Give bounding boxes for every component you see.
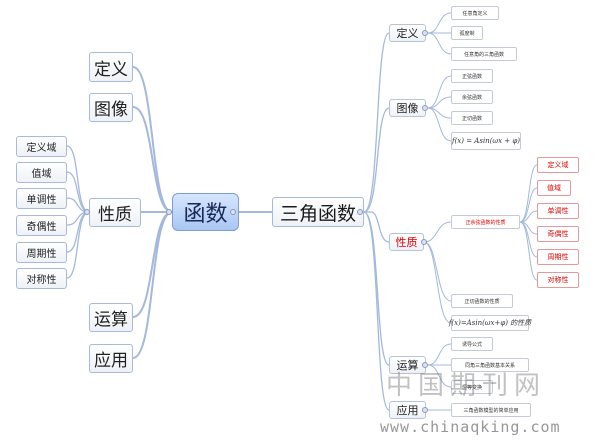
application-item-label: 三角函数模型的简单应用 — [463, 407, 519, 414]
branch-operation[interactable]: 运算 — [89, 303, 133, 332]
trig-application-label: 应用 — [396, 404, 419, 417]
sc-monotonicity[interactable]: 单调性 — [537, 203, 579, 219]
property-symmetry[interactable]: 对称性 — [16, 268, 67, 289]
sc-parity-label: 奇偶性 — [547, 230, 569, 238]
sc-range[interactable]: 值域 — [537, 180, 571, 196]
sc-symmetry[interactable]: 对称性 — [537, 272, 579, 288]
sc-symmetry-label: 对称性 — [547, 276, 569, 284]
operation-item-label: 同角三角函数基本关系 — [464, 362, 515, 369]
trig-node[interactable]: 三角函数 — [272, 197, 364, 227]
branch-image-label: 图像 — [94, 100, 128, 120]
property-monotonicity-label: 单调性 — [26, 195, 57, 206]
def-item[interactable]: 任意角定义 — [451, 6, 499, 20]
trig-image[interactable]: 图像 — [389, 99, 426, 117]
def-item[interactable]: 弧度制 — [451, 26, 483, 40]
def-item[interactable]: 任意角的三角函数 — [451, 47, 517, 61]
trig-operation-toggle[interactable] — [422, 362, 428, 368]
operation-item-label: 诱导公式 — [461, 341, 482, 348]
properties-toggle[interactable] — [84, 209, 90, 215]
def-item-label: 任意角定义 — [462, 10, 488, 17]
branch-image[interactable]: 图像 — [89, 93, 133, 122]
operation-item[interactable]: 恒等变换 — [451, 380, 493, 394]
trig-application-toggle[interactable] — [422, 407, 428, 413]
image-item[interactable]: 余弦函数 — [451, 90, 493, 104]
property-range-label: 值域 — [31, 169, 52, 180]
property-monotonicity[interactable]: 单调性 — [16, 188, 67, 209]
image-formula[interactable]: f(x) = Asin(ωx + φ) — [451, 132, 521, 150]
sc-range-label: 值域 — [547, 184, 561, 192]
image-item[interactable]: 正弦函数 — [451, 69, 493, 83]
trig-properties[interactable]: 性质 — [389, 233, 424, 251]
trig-operation-label: 运算 — [396, 359, 419, 372]
sc-domain[interactable]: 定义域 — [537, 157, 579, 173]
property-parity-label: 奇偶性 — [26, 222, 57, 233]
property-parity[interactable]: 奇偶性 — [16, 215, 67, 236]
watermark-url: www.chinaqking.com — [380, 418, 561, 436]
branch-definition[interactable]: 定义 — [89, 52, 133, 82]
application-item[interactable]: 三角函数模型的简单应用 — [451, 403, 531, 417]
sc-periodicity-label: 周期性 — [547, 253, 569, 261]
operation-item[interactable]: 同角三角函数基本关系 — [451, 358, 529, 372]
trig-toggle[interactable] — [357, 209, 363, 215]
trig-label: 三角函数 — [279, 202, 356, 225]
image-item[interactable]: 正切函数 — [451, 111, 493, 125]
def-item-label: 任意角的三角函数 — [463, 51, 504, 58]
branch-definition-label: 定义 — [94, 59, 128, 80]
property-domain[interactable]: 定义域 — [16, 136, 67, 157]
general-properties[interactable]: f(x)=Asin(ωx+φ) 的性质 — [448, 315, 532, 331]
branch-properties[interactable]: 性质 — [89, 198, 141, 227]
trig-operation[interactable]: 运算 — [389, 356, 426, 374]
tangent-properties-label: 正切函数的性质 — [464, 298, 500, 305]
def-item-label: 弧度制 — [459, 30, 475, 37]
trig-definition-toggle[interactable] — [422, 30, 428, 36]
tangent-properties[interactable]: 正切函数的性质 — [451, 294, 513, 308]
sine-cosine-properties-label: 正余弦函数的性质 — [465, 219, 506, 226]
image-formula-label: f(x) = Asin(ωx + φ) — [451, 137, 521, 145]
collapse-toggle-right[interactable] — [230, 209, 236, 215]
image-item-label: 余弦函数 — [461, 94, 482, 101]
watermark-cn: 中国期刊网 — [386, 371, 547, 401]
trig-definition-label: 定义 — [396, 27, 419, 40]
sc-monotonicity-label: 单调性 — [547, 207, 569, 215]
image-item-label: 正切函数 — [461, 115, 482, 122]
trig-image-label: 图像 — [396, 102, 419, 115]
sine-cosine-properties[interactable]: 正余弦函数的性质 — [451, 215, 520, 229]
property-domain-label: 定义域 — [26, 143, 57, 154]
sc-parity[interactable]: 奇偶性 — [537, 226, 579, 242]
operation-item-label: 恒等变换 — [461, 384, 482, 391]
property-periodicity-label: 周期性 — [26, 249, 57, 260]
trig-properties-toggle[interactable] — [421, 239, 427, 245]
branch-properties-label: 性质 — [98, 205, 132, 225]
trig-image-toggle[interactable] — [422, 105, 428, 111]
property-range[interactable]: 值域 — [16, 162, 67, 183]
operation-item[interactable]: 诱导公式 — [451, 337, 493, 351]
central-node[interactable]: 函数 — [172, 193, 239, 231]
collapse-toggle-left[interactable] — [166, 209, 172, 215]
branch-application-label: 应用 — [94, 351, 128, 371]
trig-application[interactable]: 应用 — [389, 401, 426, 419]
image-item-label: 正弦函数 — [461, 73, 482, 80]
branch-application[interactable]: 应用 — [89, 344, 133, 373]
property-periodicity[interactable]: 周期性 — [16, 242, 67, 263]
sc-periodicity[interactable]: 周期性 — [537, 249, 579, 265]
property-symmetry-label: 对称性 — [26, 275, 57, 286]
central-label: 函数 — [183, 202, 228, 227]
trig-definition[interactable]: 定义 — [389, 24, 426, 42]
branch-operation-label: 运算 — [94, 310, 128, 330]
general-properties-label: f(x)=Asin(ωx+φ) 的性质 — [448, 319, 532, 327]
sc-domain-label: 定义域 — [547, 161, 569, 169]
trig-properties-label: 性质 — [395, 236, 418, 249]
